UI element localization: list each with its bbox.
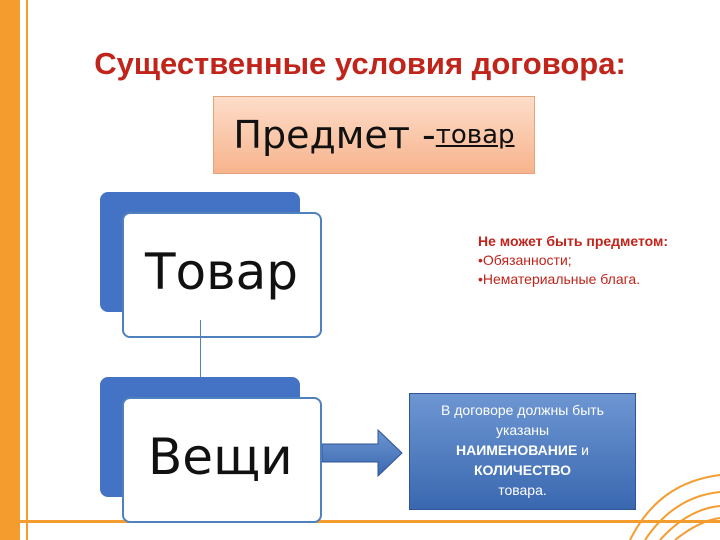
info-box-suffix: и [577,442,590,458]
info-box-line: НАИМЕНОВАНИЕ и [410,440,635,460]
info-box-keyword: КОЛИЧЕСТВО [473,462,572,478]
info-box-keyword: НАИМЕНОВАНИЕ [455,442,578,458]
restriction-note-item: •Обязанности; [478,252,572,268]
subject-link-text: товар [435,120,515,150]
info-box-line: В договоре должны быть [441,402,604,418]
slide-title: Существенные условия договора: [94,46,626,81]
card-veshchi-label: Вещи [148,428,293,486]
subject-main-text: Предмет - [233,113,436,157]
card-tovar [122,212,322,338]
restriction-note-heading: Не может быть предметом: [478,233,669,249]
info-box-line: указаны [495,422,550,438]
info-box-line: товара. [498,482,547,498]
info-box: В договоре должны быть указаны НАИМЕНОВА… [409,393,636,510]
restriction-note: Не может быть предметом: •Обязанности; •… [478,232,718,289]
corner-swirl-decoration [629,474,720,540]
bottom-accent-line [0,520,720,523]
restriction-note-item: •Нематериальные блага. [478,271,641,287]
card-connector-line [200,320,201,380]
right-arrow-icon [322,428,403,478]
left-accent-line [26,0,28,540]
card-tovar-label: Товар [145,243,298,301]
subject-box: Предмет - товар [213,96,535,174]
card-veshchi [122,397,322,523]
left-accent-bar [0,0,20,540]
